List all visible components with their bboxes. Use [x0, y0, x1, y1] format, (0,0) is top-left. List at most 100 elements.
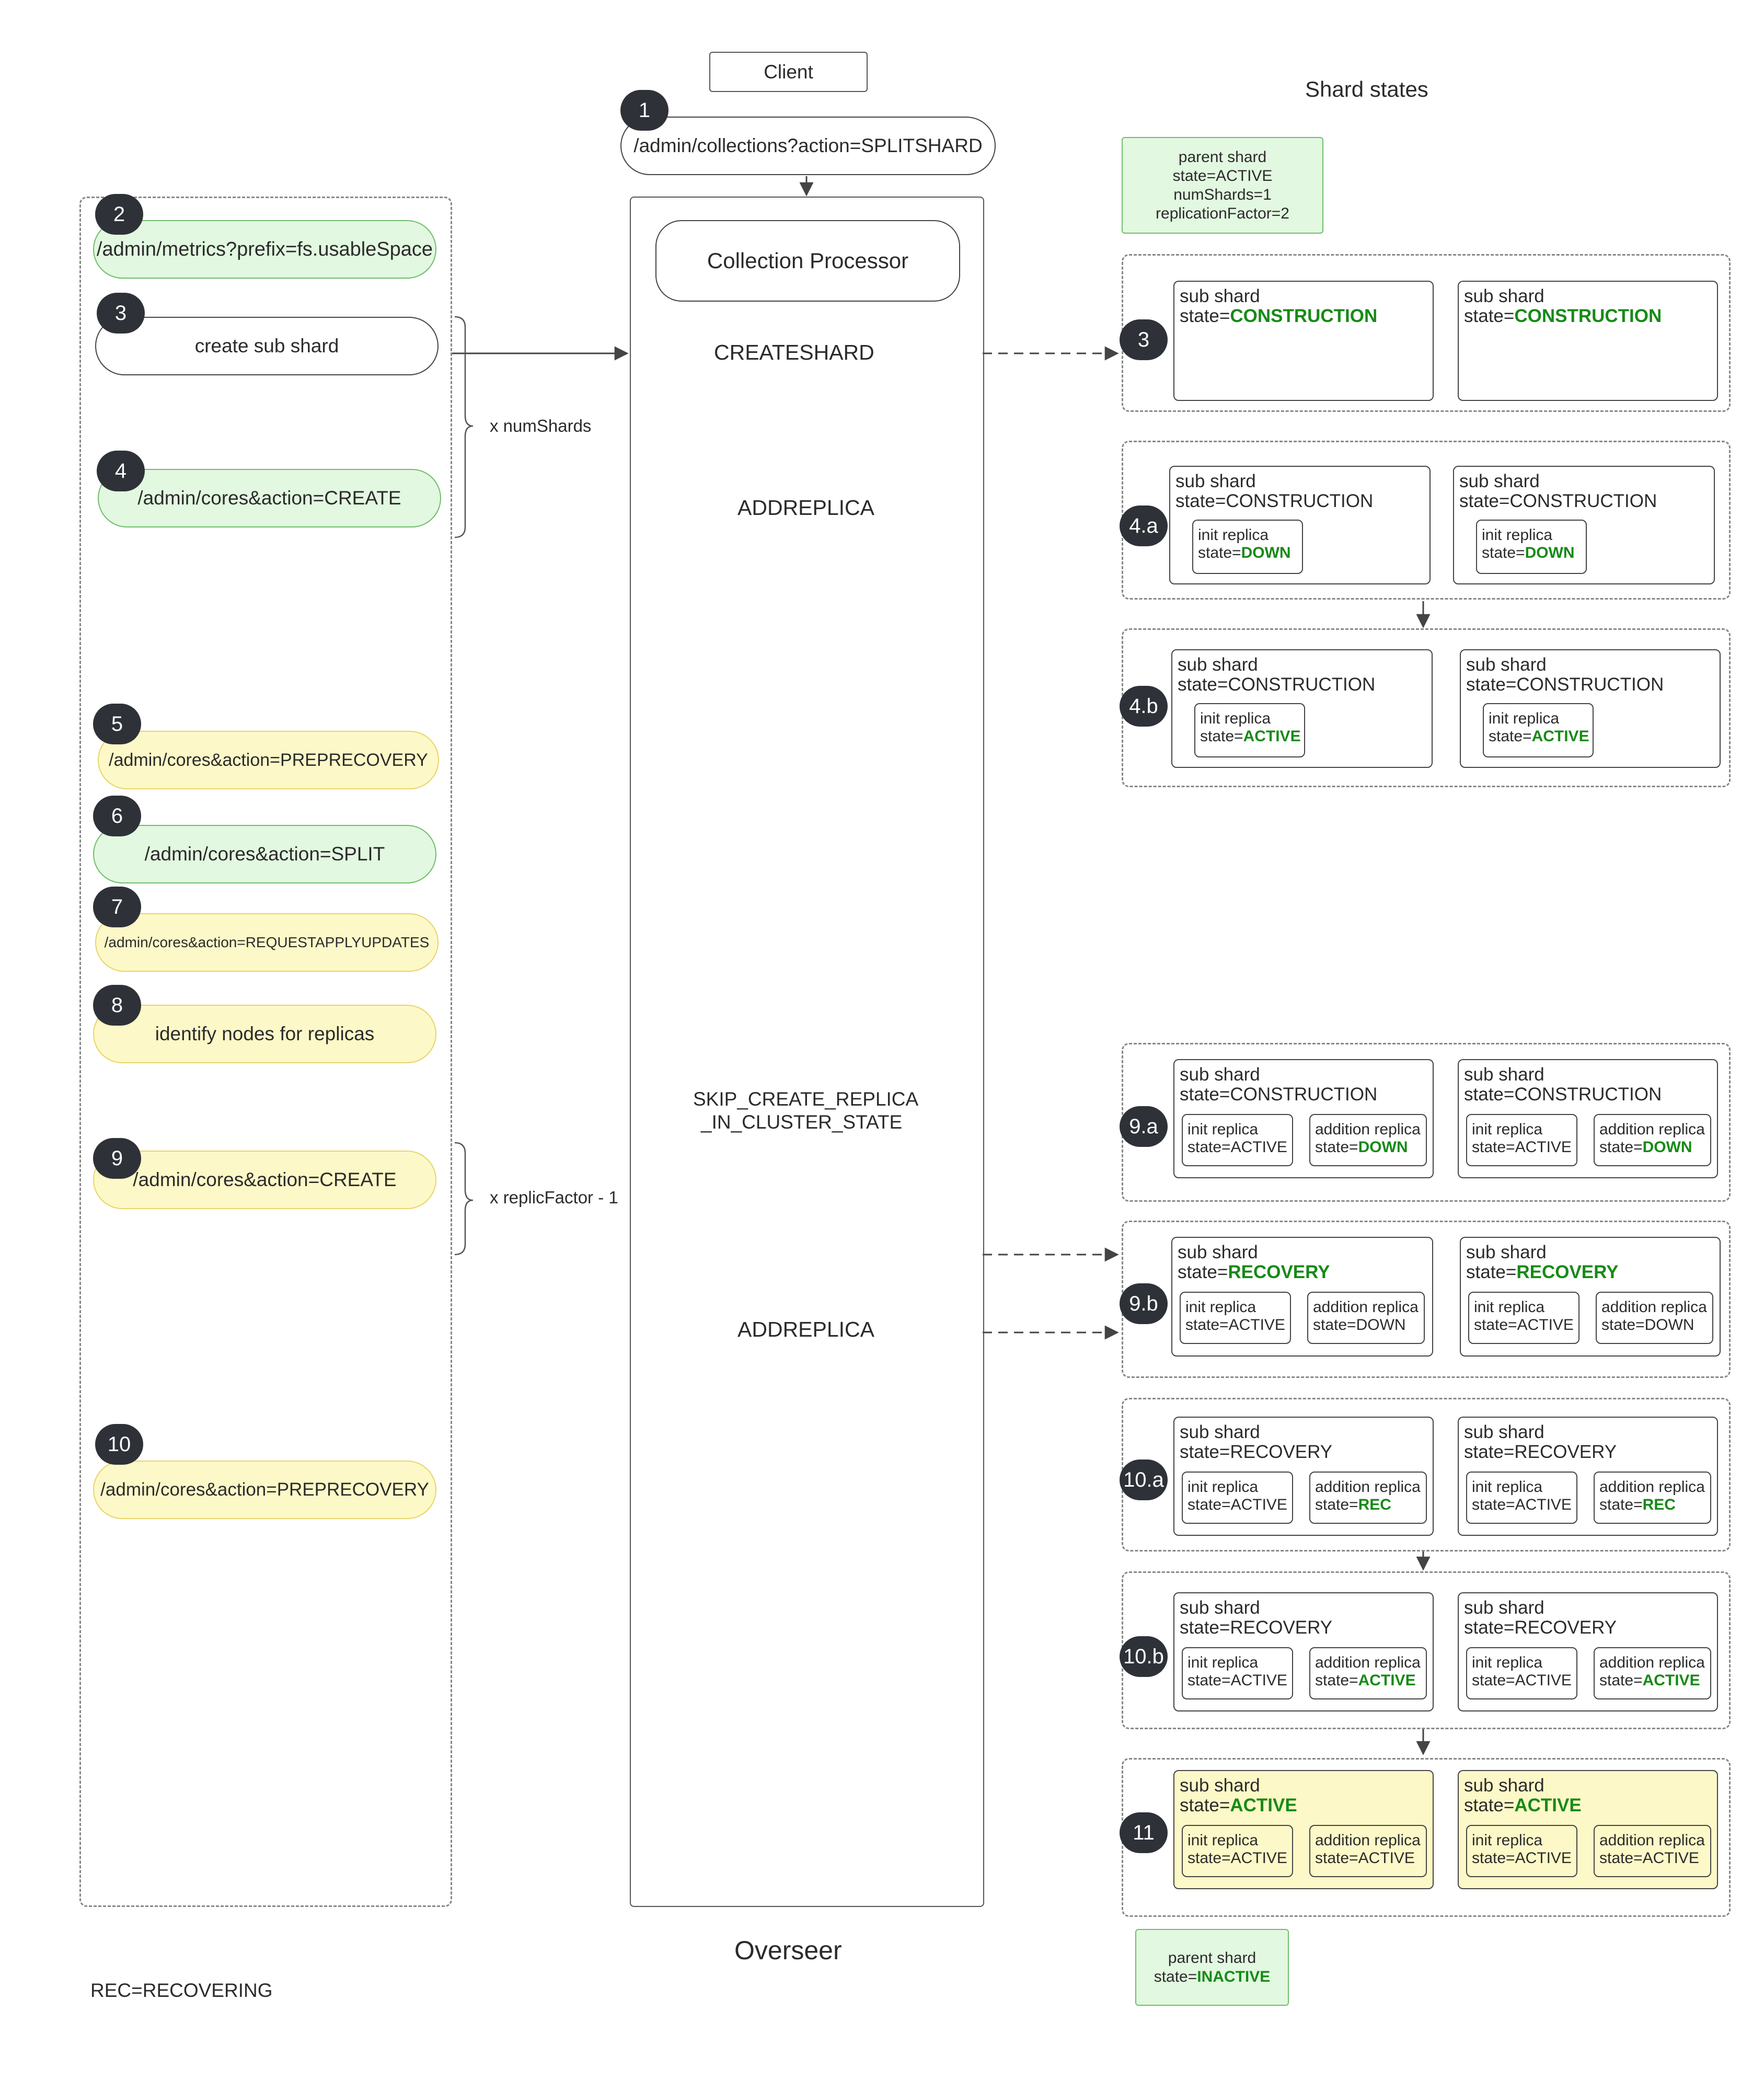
replica-state-prefix: state= — [1482, 544, 1525, 561]
brace-label-num-shards: x numShards — [490, 416, 592, 435]
step-7: /admin/cores&action=REQUESTAPPLYUPDATES — [95, 913, 439, 972]
sub-shard-title: sub shard — [1464, 286, 1544, 306]
replica-state-value: DOWN — [1642, 1139, 1692, 1156]
replica-state: state=ACTIVE — [1472, 1849, 1572, 1867]
sub-shard-state-value: ACTIVE — [1514, 1795, 1582, 1815]
step-8-label: identify nodes for replicas — [155, 1023, 375, 1044]
replica-title: init replica — [1187, 1832, 1259, 1849]
sub-shard-state-value: RECOVERY — [1230, 1442, 1333, 1462]
state-badge-4.b: 4.b — [1120, 686, 1168, 727]
replica-title: addition replica — [1315, 1121, 1421, 1138]
sub-shard-state: state=CONSTRUCTION — [1464, 1084, 1662, 1105]
replica-state-value: ACTIVE — [1642, 1672, 1700, 1689]
step-badge-5: 5 — [93, 704, 141, 744]
overseer-label: Overseer — [734, 1936, 842, 1965]
sub-shard-state-value: RECOVERY — [1230, 1617, 1333, 1638]
replica-title: addition replica — [1315, 1478, 1421, 1496]
sub-shard-state-prefix: state= — [1464, 306, 1515, 326]
replica-state: state=ACTIVE — [1187, 1672, 1287, 1690]
sub-shard-state-value: CONSTRUCTION — [1230, 306, 1378, 326]
state-badge-4.a: 4.a — [1120, 505, 1168, 546]
replica-title: init replica — [1472, 1832, 1543, 1849]
replica-state-value: ACTIVE — [1642, 1849, 1699, 1867]
step-badge-4: 4 — [97, 451, 145, 491]
sub-shard-state: state=CONSTRUCTION — [1180, 1084, 1377, 1105]
sub-shard-state: state=RECOVERY — [1180, 1442, 1332, 1463]
step-2: /admin/metrics?prefix=fs.usableSpace — [93, 220, 436, 279]
replica-state: state=DOWN — [1315, 1139, 1408, 1156]
replica-state-value: ACTIVE — [1515, 1139, 1572, 1156]
step-3-label: create sub shard — [194, 335, 339, 357]
replica-state: state=DOWN — [1601, 1316, 1694, 1334]
replica-state-value: ACTIVE — [1515, 1496, 1572, 1513]
sub-shard-state-prefix: state= — [1180, 1084, 1230, 1105]
replica-state-prefix: state= — [1472, 1849, 1515, 1867]
state-badge-10.a: 10.a — [1120, 1460, 1168, 1500]
replica-state: state=ACTIVE — [1474, 1316, 1574, 1334]
sub-shard-state-value: RECOVERY — [1228, 1262, 1330, 1282]
replica-state: state=ACTIVE — [1472, 1672, 1572, 1690]
sub-shard-state-value: CONSTRUCTION — [1509, 491, 1657, 511]
step-10-label: /admin/cores&action=PREPRECOVERY — [100, 1479, 429, 1500]
replica-title: init replica — [1482, 526, 1553, 544]
replica-state: state=ACTIVE — [1315, 1849, 1415, 1867]
brace-replic-factor — [454, 1142, 474, 1256]
replica-title: addition replica — [1313, 1298, 1419, 1316]
parent-shard-initial-line2: state=ACTIVE — [1172, 167, 1273, 185]
replica-state: state=ACTIVE — [1489, 728, 1589, 745]
parent-shard-final-line1: parent shard — [1168, 1949, 1256, 1967]
step-6-label: /admin/cores&action=SPLIT — [144, 843, 385, 865]
replica-state: state=ACTIVE — [1599, 1672, 1700, 1690]
sub-shard-title: sub shard — [1464, 1775, 1544, 1796]
replica-title: init replica — [1472, 1478, 1543, 1496]
replica-state: state=ACTIVE — [1187, 1849, 1287, 1867]
step-badge-1: 1 — [620, 90, 668, 131]
sub-shard-title: sub shard — [1178, 654, 1258, 675]
sub-shard-title: sub shard — [1466, 1242, 1547, 1262]
sub-shard-state-value: CONSTRUCTION — [1514, 306, 1662, 326]
replica-state: state=REC — [1315, 1496, 1391, 1514]
replica-state-value: ACTIVE — [1515, 1849, 1572, 1867]
step-badge-2: 2 — [95, 194, 143, 235]
step-2-label: /admin/metrics?prefix=fs.usableSpace — [96, 238, 433, 260]
sub-shard-title: sub shard — [1464, 1422, 1544, 1442]
replica-state-value: REC — [1642, 1496, 1676, 1513]
step-badge-7: 7 — [93, 887, 141, 927]
sub-shard-state-value: RECOVERY — [1516, 1262, 1619, 1282]
sub-shard-title: sub shard — [1459, 471, 1540, 491]
replica-title: init replica — [1200, 710, 1271, 727]
replica-state-value: ACTIVE — [1230, 1672, 1287, 1689]
replica-state: state=ACTIVE — [1187, 1139, 1287, 1156]
sub-shard-state-value: CONSTRUCTION — [1514, 1084, 1662, 1105]
replica-state-value: ACTIVE — [1230, 1496, 1287, 1513]
sub-shard-title: sub shard — [1464, 1598, 1544, 1618]
step-badge-9: 9 — [93, 1138, 141, 1179]
replica-state: state=ACTIVE — [1472, 1139, 1572, 1156]
op-skip-line-2: _IN_CLUSTER_STATE — [701, 1111, 903, 1133]
sub-shard-state: state=CONSTRUCTION — [1180, 306, 1377, 327]
replica-state-value: DOWN — [1358, 1139, 1408, 1156]
parent-shard-final-line2: state=INACTIVE — [1154, 1968, 1271, 1986]
state-badge-3: 3 — [1120, 319, 1168, 360]
replica-state-prefix: state= — [1601, 1316, 1645, 1334]
sub-shard-state-prefix: state= — [1175, 491, 1226, 511]
sub-shard-state: state=RECOVERY — [1180, 1617, 1332, 1638]
brace-label-replic-factor: x replicFactor - 1 — [490, 1188, 618, 1207]
replica-state: state=DOWN — [1599, 1139, 1692, 1156]
replica-state: state=ACTIVE — [1599, 1849, 1699, 1867]
